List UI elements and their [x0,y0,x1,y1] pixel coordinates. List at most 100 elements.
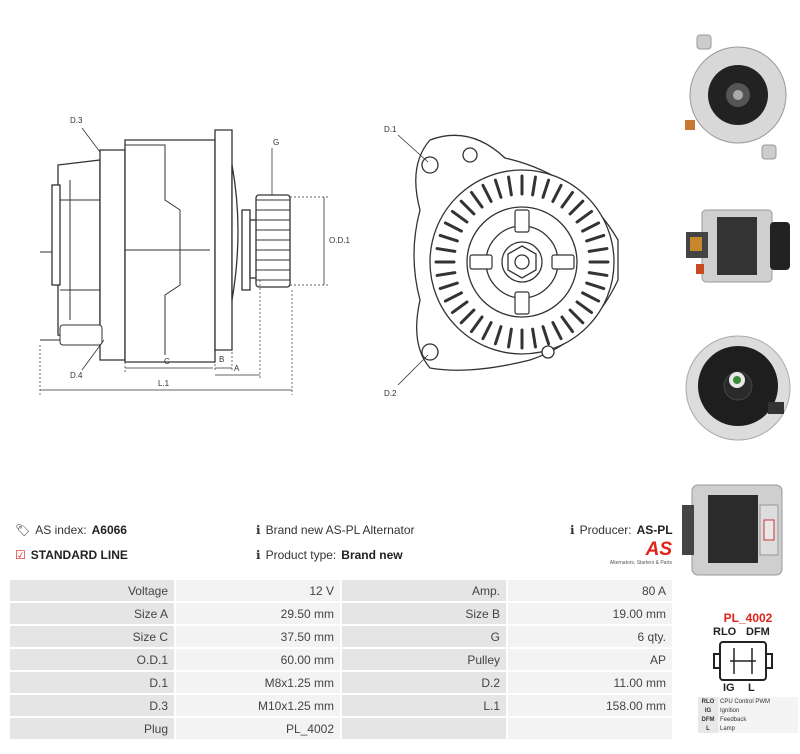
label-d3: D.3 [70,116,83,125]
tag-icon: 🏷︎ [15,523,31,537]
vent-slot [459,308,476,325]
as-index-value: A6066 [91,523,127,537]
producer-value: AS-PL [636,523,673,537]
spec-label: Size A [10,603,174,624]
spec-value: 29.50 mm [176,603,340,624]
vent-slot [435,247,457,253]
side-view-drawing: D.3 G O.D.1 C B A D.4 L.1 [39,116,350,395]
vent-slot [493,325,503,346]
label-c: C [164,357,170,366]
vent-slot [469,190,484,209]
standard-line-label: STANDARD LINE [30,548,128,562]
product-photo-front[interactable] [682,5,794,185]
legend-key: RLO [698,697,718,706]
spec-value: 158.00 mm [508,695,672,716]
vent-slots [434,174,610,350]
spec-label: G [342,626,506,647]
description-text: Brand new AS-PL Alternator [265,523,415,537]
spec-value: 6 qty. [508,626,672,647]
vent-slot [481,183,493,203]
vent-slot [581,291,601,303]
pin-ig: IG [723,682,735,694]
product-photo-rear[interactable] [682,318,794,458]
vent-slot [435,271,457,277]
vent-slot [560,190,575,209]
spec-value: 19.00 mm [508,603,672,624]
spec-label: D.3 [10,695,174,716]
spec-value: M10x1.25 mm [176,695,340,716]
spec-label: Pulley [342,649,506,670]
check-square-icon: ☑︎ [15,548,26,562]
spec-value: 60.00 mm [176,649,340,670]
vent-slot [587,271,609,277]
spec-value: PL_4002 [176,718,340,739]
product-photo-top[interactable] [682,465,794,600]
spec-value: 80 A [508,580,672,601]
label-a: A [234,364,240,373]
legend-key: DFM [698,715,718,724]
label-od1: O.D.1 [329,236,350,245]
spec-value: 37.50 mm [176,626,340,647]
spec-label: Size C [10,626,174,647]
label-d1: D.1 [384,125,397,134]
vent-slot [438,281,459,291]
spec-value: 11.00 mm [508,672,672,693]
vent-slot [493,178,503,199]
vent-slot [585,233,606,243]
info-icon: ℹ︎ [256,548,261,562]
product-type-label: Product type: [265,548,337,562]
legend-value: Ignition [718,706,798,715]
spec-label: O.D.1 [10,649,174,670]
vent-slot [507,175,513,197]
plug-connector-icon [713,641,773,681]
spec-label: Amp. [342,580,506,601]
vent-slot [541,325,551,346]
logo-text: AS [645,539,672,560]
vent-slot [443,291,463,303]
spec-value [508,718,672,739]
standard-line: ☑︎ STANDARD LINE [15,548,128,562]
pin-rlo: RLO [713,626,737,638]
spec-label: Size B [342,603,506,624]
vent-slot [575,300,594,315]
vent-slot [568,308,585,325]
pin-l: L [748,682,755,694]
vent-slot [507,327,513,349]
logo-tagline: Alternators, Starters & Parts [609,560,672,566]
label-g: G [273,138,279,147]
label-d4: D.4 [70,371,83,380]
spec-label: D.1 [10,672,174,693]
vent-slot [585,281,606,291]
spec-label: D.2 [342,672,506,693]
legend-key: L [698,724,718,733]
brand-logo: AS Alternators, Starters & Parts [592,539,672,567]
spec-value: 12 V [176,580,340,601]
product-description: ℹ︎ Brand new AS-PL Alternator [256,523,415,537]
vent-slot [551,321,563,341]
spec-label: Plug [10,718,174,739]
vent-slot [481,321,493,341]
pin-dfm: DFM [746,626,770,638]
vent-slot [438,233,459,243]
label-l1: L.1 [158,379,170,388]
front-view-drawing: D.1 D.2 [384,125,619,398]
product-photo-side[interactable] [682,192,794,300]
vent-slot [551,183,563,203]
legend-value: Feedback [718,715,798,724]
vent-slot [459,199,476,216]
vent-slot [560,315,575,334]
product-type-value: Brand new [341,548,403,562]
legend-value: CPU Control PWM [718,697,798,706]
label-d2: D.2 [384,389,397,398]
vent-slot [531,175,537,197]
spec-label: Voltage [10,580,174,601]
